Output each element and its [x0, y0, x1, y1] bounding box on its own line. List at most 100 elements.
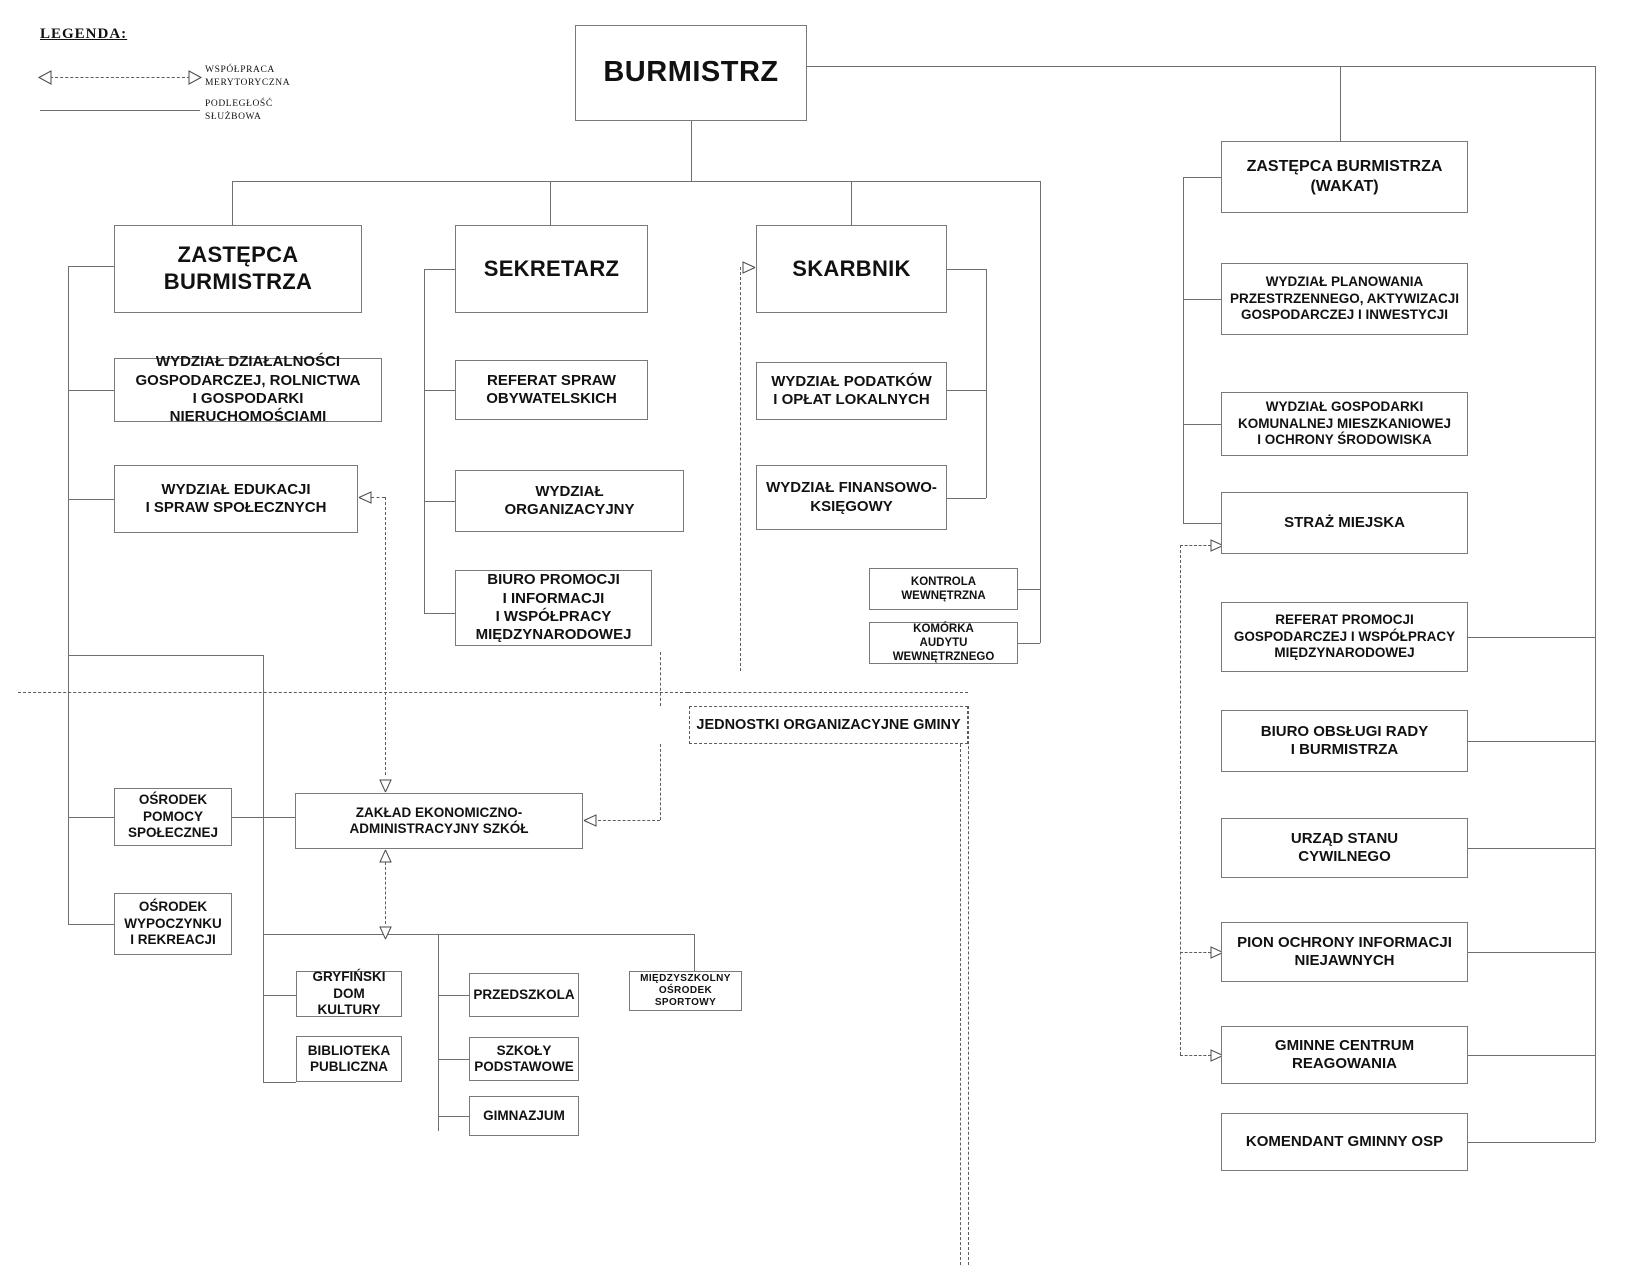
box-wydzial-edukacji[interactable]: WYDZIAŁ EDUKACJI I SPRAW SPOŁECZNYCH: [114, 465, 358, 533]
units-group-frame: [689, 706, 968, 744]
box-urzad-stanu-cywilnego[interactable]: URZĄD STANU CYWILNEGO: [1221, 818, 1468, 878]
box-gimnazjum[interactable]: GIMNAZJUM: [469, 1096, 579, 1136]
line-trunk-to-zeas: [232, 817, 295, 818]
box-referat-spraw-obywatelskich-label: REFERAT SPRAW OBYWATELSKICH: [486, 371, 617, 407]
box-biblioteka-publiczna-label: BIBLIOTEKA PUBLICZNA: [307, 1042, 391, 1074]
units-group-label-wrap: JEDNOSTKI ORGANIZACYJNE GMINY: [689, 706, 968, 744]
line-right-to-gospodarka: [1183, 424, 1221, 425]
box-wydzial-edukacji-label: WYDZIAŁ EDUKACJI I SPRAW SPOŁECZNYCH: [145, 480, 327, 516]
box-burmistrz[interactable]: BURMISTRZ: [575, 25, 807, 121]
box-osrodek-wypoczynku-i-rekreacji[interactable]: OŚRODEK WYPOCZYNKU I REKREACJI: [114, 893, 232, 955]
box-referat-spraw-obywatelskich[interactable]: REFERAT SPRAW OBYWATELSKICH: [455, 360, 648, 420]
box-skarbnik[interactable]: SKARBNIK: [756, 225, 947, 313]
box-wydzial-podatkow[interactable]: WYDZIAŁ PODATKÓW I OPŁAT LOKALNYCH: [756, 362, 947, 420]
line-audit-spine: [1040, 181, 1041, 643]
box-wydzial-organizacyjny-label: WYDZIAŁ ORGANIZACYJNY: [504, 482, 635, 518]
box-biuro-promocji[interactable]: BIURO PROMOCJI I INFORMACJI I WSPÓŁPRACY…: [455, 570, 652, 646]
box-osrodek-pomocy-spolecznej[interactable]: OŚRODEK POMOCY SPOŁECZNEJ: [114, 788, 232, 846]
box-komorka-audytu-wewnetrznego[interactable]: KOMÓRKA AUDYTU WEWNĘTRZNEGO: [869, 622, 1018, 664]
line-sekretarz-spine: [424, 269, 425, 613]
line-schools-to-szkoly: [438, 1059, 469, 1060]
box-wydzial-finansowo-ksiegowy-label: WYDZIAŁ FINANSOWO- KSIĘGOWY: [766, 479, 937, 515]
box-wydzial-finansowo-ksiegowy[interactable]: WYDZIAŁ FINANSOWO- KSIĘGOWY: [756, 465, 947, 530]
line-trunk-to-gdk: [263, 995, 296, 996]
line-burmistrz-right: [807, 66, 1596, 67]
line-spine-to-dzialalnosc: [68, 390, 114, 391]
box-szkoly-podstawowe[interactable]: SZKOŁY PODSTAWOWE: [469, 1037, 579, 1081]
line-spine-to-zastepca: [68, 266, 114, 267]
dashed-units-right-edge: [968, 706, 969, 1265]
box-zaklad-ekonomiczno-administracyjny-szkol[interactable]: ZAKŁAD EKONOMICZNO- ADMINISTRACYJNY SZKÓ…: [295, 793, 583, 849]
arrow-down-into-zeas-icon: [378, 775, 393, 793]
dashed-to-straz: [1180, 545, 1211, 546]
box-gryfinski-dom-kultury[interactable]: GRYFIŃSKI DOM KULTURY: [296, 969, 402, 1018]
box-przedszkola[interactable]: PRZEDSZKOLA: [469, 973, 579, 1017]
line-schools-to-przedszkola: [438, 995, 469, 996]
box-wydzial-planowania-przestrzennego[interactable]: WYDZIAŁ PLANOWANIA PRZESTRZENNEGO, AKTYW…: [1221, 263, 1468, 335]
line-trunk-to-biblioteka: [263, 1082, 296, 1083]
box-referat-promocji-gospodarczej[interactable]: REFERAT PROMOCJI GOSPODARCZEJ I WSPÓŁPRA…: [1221, 602, 1468, 672]
line-sek-to-organizacyjny: [424, 501, 455, 502]
line-skarbnik-to-podatki: [947, 390, 986, 391]
dashed-zeas-feed-v: [660, 744, 661, 820]
line-rightspine-to-osp: [1468, 1142, 1595, 1143]
box-gimnazjum-label: GIMNAZJUM: [483, 1107, 565, 1123]
legend-title: LEGENDA:: [40, 26, 128, 42]
box-gryfinski-dom-kultury-label: GRYFIŃSKI DOM KULTURY: [312, 969, 386, 1018]
box-wydzial-dzialalnosci-gospodarczej-label: WYDZIAŁ DZIAŁALNOŚCI GOSPODARCZEJ, ROLNI…: [135, 353, 361, 426]
arrow-into-pion-icon: [1206, 945, 1224, 960]
bus-skarbnik-stub: [851, 181, 1040, 182]
box-osrodek-wypoczynku-i-rekreacji-label: OŚRODEK WYPOCZYNKU I REKREACJI: [124, 899, 222, 948]
box-zastepca-burmistrza-wakat-label: ZASTĘPCA BURMISTRZA (WAKAT): [1246, 158, 1443, 195]
dashed-units-divider-right: [688, 692, 968, 693]
box-biuro-obslugi-rady[interactable]: BIURO OBSŁUGI RADY I BURMISTRZA: [1221, 710, 1468, 772]
line-left-spine: [68, 266, 69, 925]
arrow-up-into-zeas-icon: [378, 849, 393, 867]
box-wydzial-dzialalnosci-gospodarczej[interactable]: WYDZIAŁ DZIAŁALNOŚCI GOSPODARCZEJ, ROLNI…: [114, 353, 382, 425]
box-komendant-gminny-osp[interactable]: KOMENDANT GMINNY OSP: [1221, 1113, 1468, 1171]
box-skarbnik-label: SKARBNIK: [792, 255, 911, 281]
box-gminne-centrum-reagowania[interactable]: GMINNE CENTRUM REAGOWANIA: [1221, 1026, 1468, 1084]
box-wydzial-gospodarki-komunalnej[interactable]: WYDZIAŁ GOSPODARKI KOMUNALNEJ MIESZKANIO…: [1221, 392, 1468, 456]
box-przedszkola-label: PRZEDSZKOLA: [473, 986, 575, 1002]
box-biuro-promocji-label: BIURO PROMOCJI I INFORMACJI I WSPÓŁPRACY…: [475, 571, 632, 644]
arrow-down-to-schools-icon: [378, 922, 393, 940]
legend-dashed-line: [50, 77, 190, 78]
dashed-skarbnik-vertical: [740, 267, 741, 671]
box-sekretarz-label: SEKRETARZ: [483, 255, 620, 281]
arrow-into-straz-icon: [1206, 538, 1224, 553]
line-right-col-spine: [1183, 177, 1184, 524]
box-pion-ochrony-informacji-niejawnych[interactable]: PION OCHRONY INFORMACJI NIEJAWNYCH: [1221, 922, 1468, 982]
line-bus-to-zastepca: [232, 181, 233, 225]
box-burmistrz-label: BURMISTRZ: [603, 56, 779, 89]
box-kontrola-wewnetrzna-label: KONTROLA WEWNĘTRZNA: [901, 575, 986, 602]
arrow-into-zeas-right-icon: [583, 813, 601, 828]
box-straz-miejska[interactable]: STRAŻ MIEJSKA: [1221, 492, 1468, 554]
line-audit-to-komorka: [1018, 643, 1040, 644]
dashed-bottom-boundary: [960, 744, 961, 1265]
box-wydzial-organizacyjny[interactable]: WYDZIAŁ ORGANIZACYJNY: [455, 470, 684, 532]
line-spine-to-owir: [68, 924, 114, 925]
box-osrodek-pomocy-spolecznej-label: OŚRODEK POMOCY SPOŁECZNEJ: [127, 792, 219, 841]
line-rightspine-to-pion-ochrony: [1468, 952, 1595, 953]
line-rightspine-bottom: [1595, 1069, 1596, 1142]
box-miedzyszkolny-osrodek-sportowy[interactable]: MIĘDZYSZKOLNY OŚRODEK SPORTOWY: [629, 971, 742, 1011]
box-sekretarz[interactable]: SEKRETARZ: [455, 225, 648, 313]
arrow-into-edukacja-icon: [358, 490, 376, 505]
box-biblioteka-publiczna[interactable]: BIBLIOTEKA PUBLICZNA: [296, 1036, 402, 1082]
box-kontrola-wewnetrzna[interactable]: KONTROLA WEWNĘTRZNA: [869, 568, 1018, 610]
line-right-to-straz: [1183, 523, 1221, 524]
dashed-biuro-down: [660, 652, 661, 706]
line-skarbnik-drop: [851, 181, 852, 225]
line-sek-to-referat: [424, 390, 455, 391]
line-units-trunk: [263, 655, 264, 1082]
line-schools-spine: [438, 934, 439, 1131]
line-bus-to-sekretarz: [550, 181, 551, 225]
line-schools-bus: [263, 934, 695, 935]
box-zastepca-burmistrza-wakat[interactable]: ZASTĘPCA BURMISTRZA (WAKAT): [1221, 141, 1468, 213]
line-rightspine-to-referat-promocji: [1468, 637, 1595, 638]
box-miedzyszkolny-osrodek-sportowy-label: MIĘDZYSZKOLNY OŚRODEK SPORTOWY: [640, 972, 731, 1009]
box-zastepca-burmistrza[interactable]: ZASTĘPCA BURMISTRZA: [114, 225, 362, 313]
box-zeas-label: ZAKŁAD EKONOMICZNO- ADMINISTRACYJNY SZKÓ…: [349, 804, 529, 836]
line-spine-to-ops: [68, 817, 114, 818]
